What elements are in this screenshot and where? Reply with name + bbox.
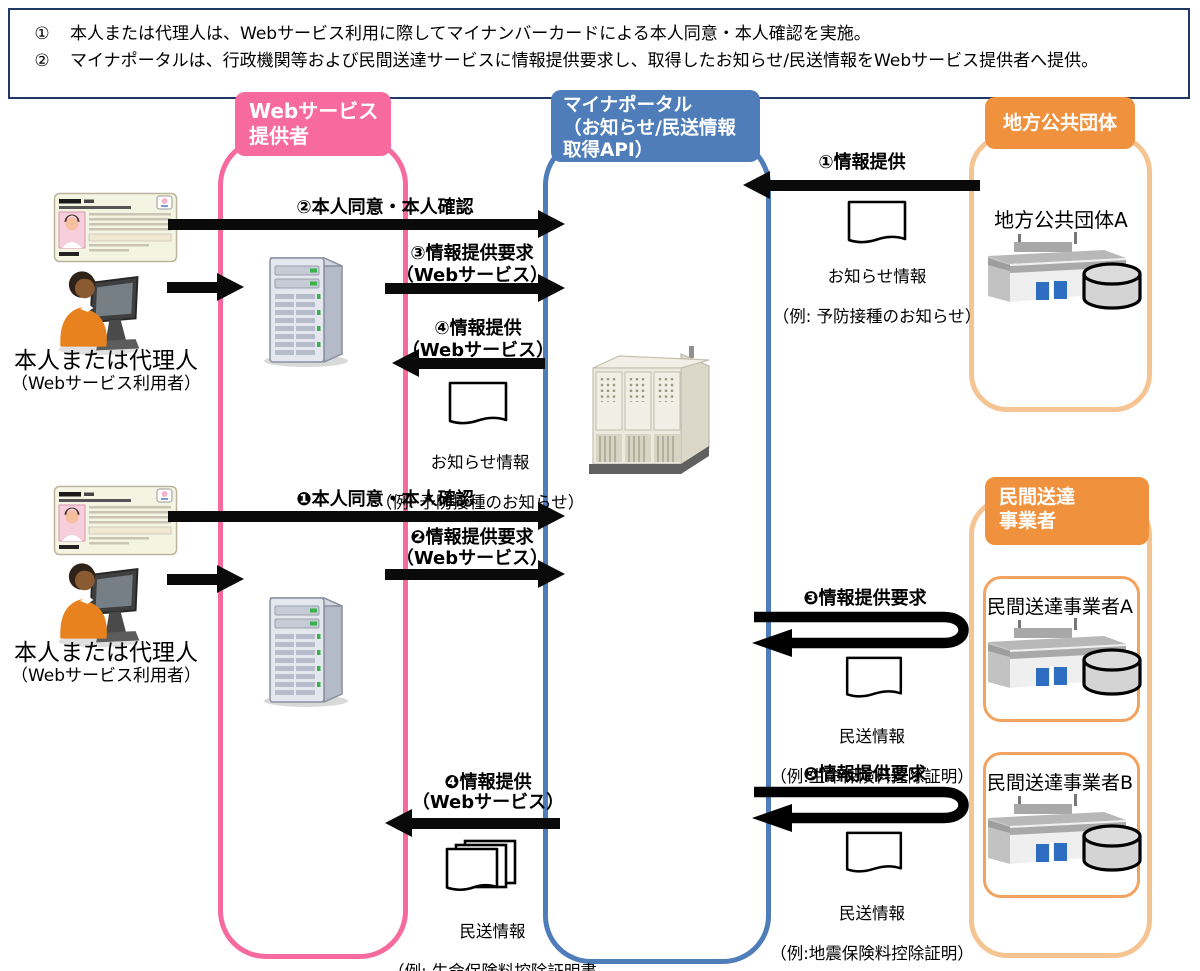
flow-label-consent-lower: ❶本人同意・本人確認 [296, 489, 474, 510]
arrow-request-upper-head-icon [538, 274, 565, 302]
delivery-a-doc-label: 民送情報 （例:生命保険料控除証明） [757, 707, 987, 807]
arrow-consent-upper-head-icon [538, 210, 565, 238]
flow-label-request-delivery-b: ❸情報提供要求 [803, 764, 927, 785]
arrow-provide-lower-shaft [412, 818, 560, 829]
user-at-pc-icon [52, 554, 144, 648]
documents-stack-icon [445, 839, 517, 899]
user-upper-name: 本人または代理人 [14, 348, 198, 374]
delivery-final-doc-label: 民送情報 （例: 生命保険料控除証明書 地震保険料控除証明書） [380, 902, 605, 971]
document-icon [847, 200, 907, 248]
flow-label-request-delivery-a: ❸情報提供要求 [803, 588, 927, 609]
notice-user-doc-example: （例: 予防接種のお知らせ） [375, 493, 585, 512]
arrow-user-upper-shaft [167, 282, 217, 293]
user-upper-label: 本人または代理人 （Webサービス利用者） [0, 348, 212, 394]
arrow-user-lower-head-icon [217, 565, 244, 593]
delivery-b-doc-example: （例:地震保険料控除証明） [770, 944, 974, 963]
delivery-a-doc-title: 民送情報 [839, 727, 905, 746]
user-lower-role: （Webサービス利用者） [10, 666, 202, 686]
note-number-1: ① [34, 24, 50, 44]
lane-mynaportal [543, 137, 771, 964]
arrow-consent-upper-shaft [168, 219, 538, 230]
arrow-gov-provide-shaft [770, 180, 980, 191]
flow-label-request-lower: ❷情報提供要求 （Webサービス） [395, 527, 549, 569]
note-text-1: 本人または代理人は、Webサービス利用に際してマイナンバーカードによる本人同意・… [70, 24, 871, 44]
flow-label-consent-upper: ②本人同意・本人確認 [296, 197, 474, 218]
flow-label-provide-lower: ❹情報提供 （Webサービス） [411, 772, 565, 813]
mynaportal-mainframe-icon [585, 340, 725, 480]
delivery-a-doc-example: （例:生命保険料控除証明） [770, 767, 974, 786]
arrow-consent-lower-head-icon [538, 502, 565, 530]
user-at-pc-icon [52, 262, 144, 356]
local-gov-a-label: 地方公共団体A [994, 208, 1128, 232]
delivery-a-label: 民間送達事業者A [987, 596, 1133, 618]
document-icon [845, 656, 903, 702]
arrow-gov-provide-head-icon [743, 171, 770, 199]
local-gov-building-with-database-icon [984, 232, 1142, 314]
notice-gov-doc-title: お知らせ情報 [827, 267, 927, 286]
notice-gov-doc-example: （例: 予防接種のお知らせ） [772, 307, 982, 326]
mynumber-card-icon [53, 485, 178, 556]
lane-header-local-government: 地方公共団体 [985, 97, 1135, 149]
note-text-2: マイナポータルは、行政機関等および民間送達サービスに情報提供要求し、取得したお知… [70, 51, 1099, 71]
delivery-a-building-with-database-icon [984, 618, 1142, 700]
web-server-icon [258, 252, 354, 368]
mynumber-card-icon [53, 192, 178, 263]
document-icon [448, 381, 508, 429]
lane-header-mynaportal: マイナポータル （お知らせ/民送情報 取得API） [551, 90, 760, 162]
notice-user-doc-label: お知らせ情報 （例: 予防接種のお知らせ） [365, 433, 595, 533]
delivery-b-doc-label: 民送情報 （例:地震保険料控除証明） [757, 884, 987, 971]
lane-header-private-delivery: 民間送達 事業者 [985, 477, 1149, 545]
lane-header-web-service: Webサービス 提供者 [235, 92, 391, 156]
user-upper-role: （Webサービス利用者） [10, 374, 202, 394]
arrow-provide-upper-shaft [419, 358, 545, 369]
note-line-1: ① 本人または代理人は、Webサービス利用に際してマイナンバーカードによる本人同… [10, 21, 1188, 48]
user-lower-name: 本人または代理人 [14, 640, 198, 666]
summary-note-box: ① 本人または代理人は、Webサービス利用に際してマイナンバーカードによる本人同… [8, 8, 1190, 99]
arrow-consent-lower-shaft [168, 511, 538, 522]
note-number-2: ② [34, 51, 50, 71]
arrow-request-lower-head-icon [538, 560, 565, 588]
arrow-provide-lower-head-icon [385, 809, 412, 837]
notice-gov-doc-label: お知らせ情報 （例: 予防接種のお知らせ） [757, 247, 997, 347]
delivery-b-building-with-database-icon [984, 794, 1142, 876]
arrow-user-upper-head-icon [217, 273, 244, 301]
delivery-final-doc-title: 民送情報 [459, 922, 526, 941]
uturn-arrow-icon [744, 605, 990, 657]
arrow-provide-upper-head-icon [392, 349, 419, 377]
delivery-b-label: 民間送達事業者B [986, 772, 1134, 794]
delivery-b-doc-title: 民送情報 [839, 904, 905, 923]
web-server-icon [258, 592, 354, 708]
arrow-user-lower-shaft [167, 574, 217, 585]
arrow-request-lower-shaft [385, 569, 538, 580]
note-line-2: ② マイナポータルは、行政機関等および民間送達サービスに情報提供要求し、取得した… [10, 48, 1188, 75]
delivery-final-doc-example: （例: 生命保険料控除証明書 地震保険料控除証明書） [380, 962, 605, 971]
flow-label-provide-upper: ④情報提供 （Webサービス） [401, 318, 555, 361]
arrow-request-upper-shaft [385, 283, 538, 294]
notice-user-doc-title: お知らせ情報 [430, 453, 530, 472]
flow-label-request-upper: ③情報提供要求 （Webサービス） [395, 243, 549, 286]
user-lower-label: 本人または代理人 （Webサービス利用者） [0, 640, 212, 686]
document-icon [845, 831, 903, 877]
flow-label-gov-provide: ①情報提供 [818, 152, 906, 173]
